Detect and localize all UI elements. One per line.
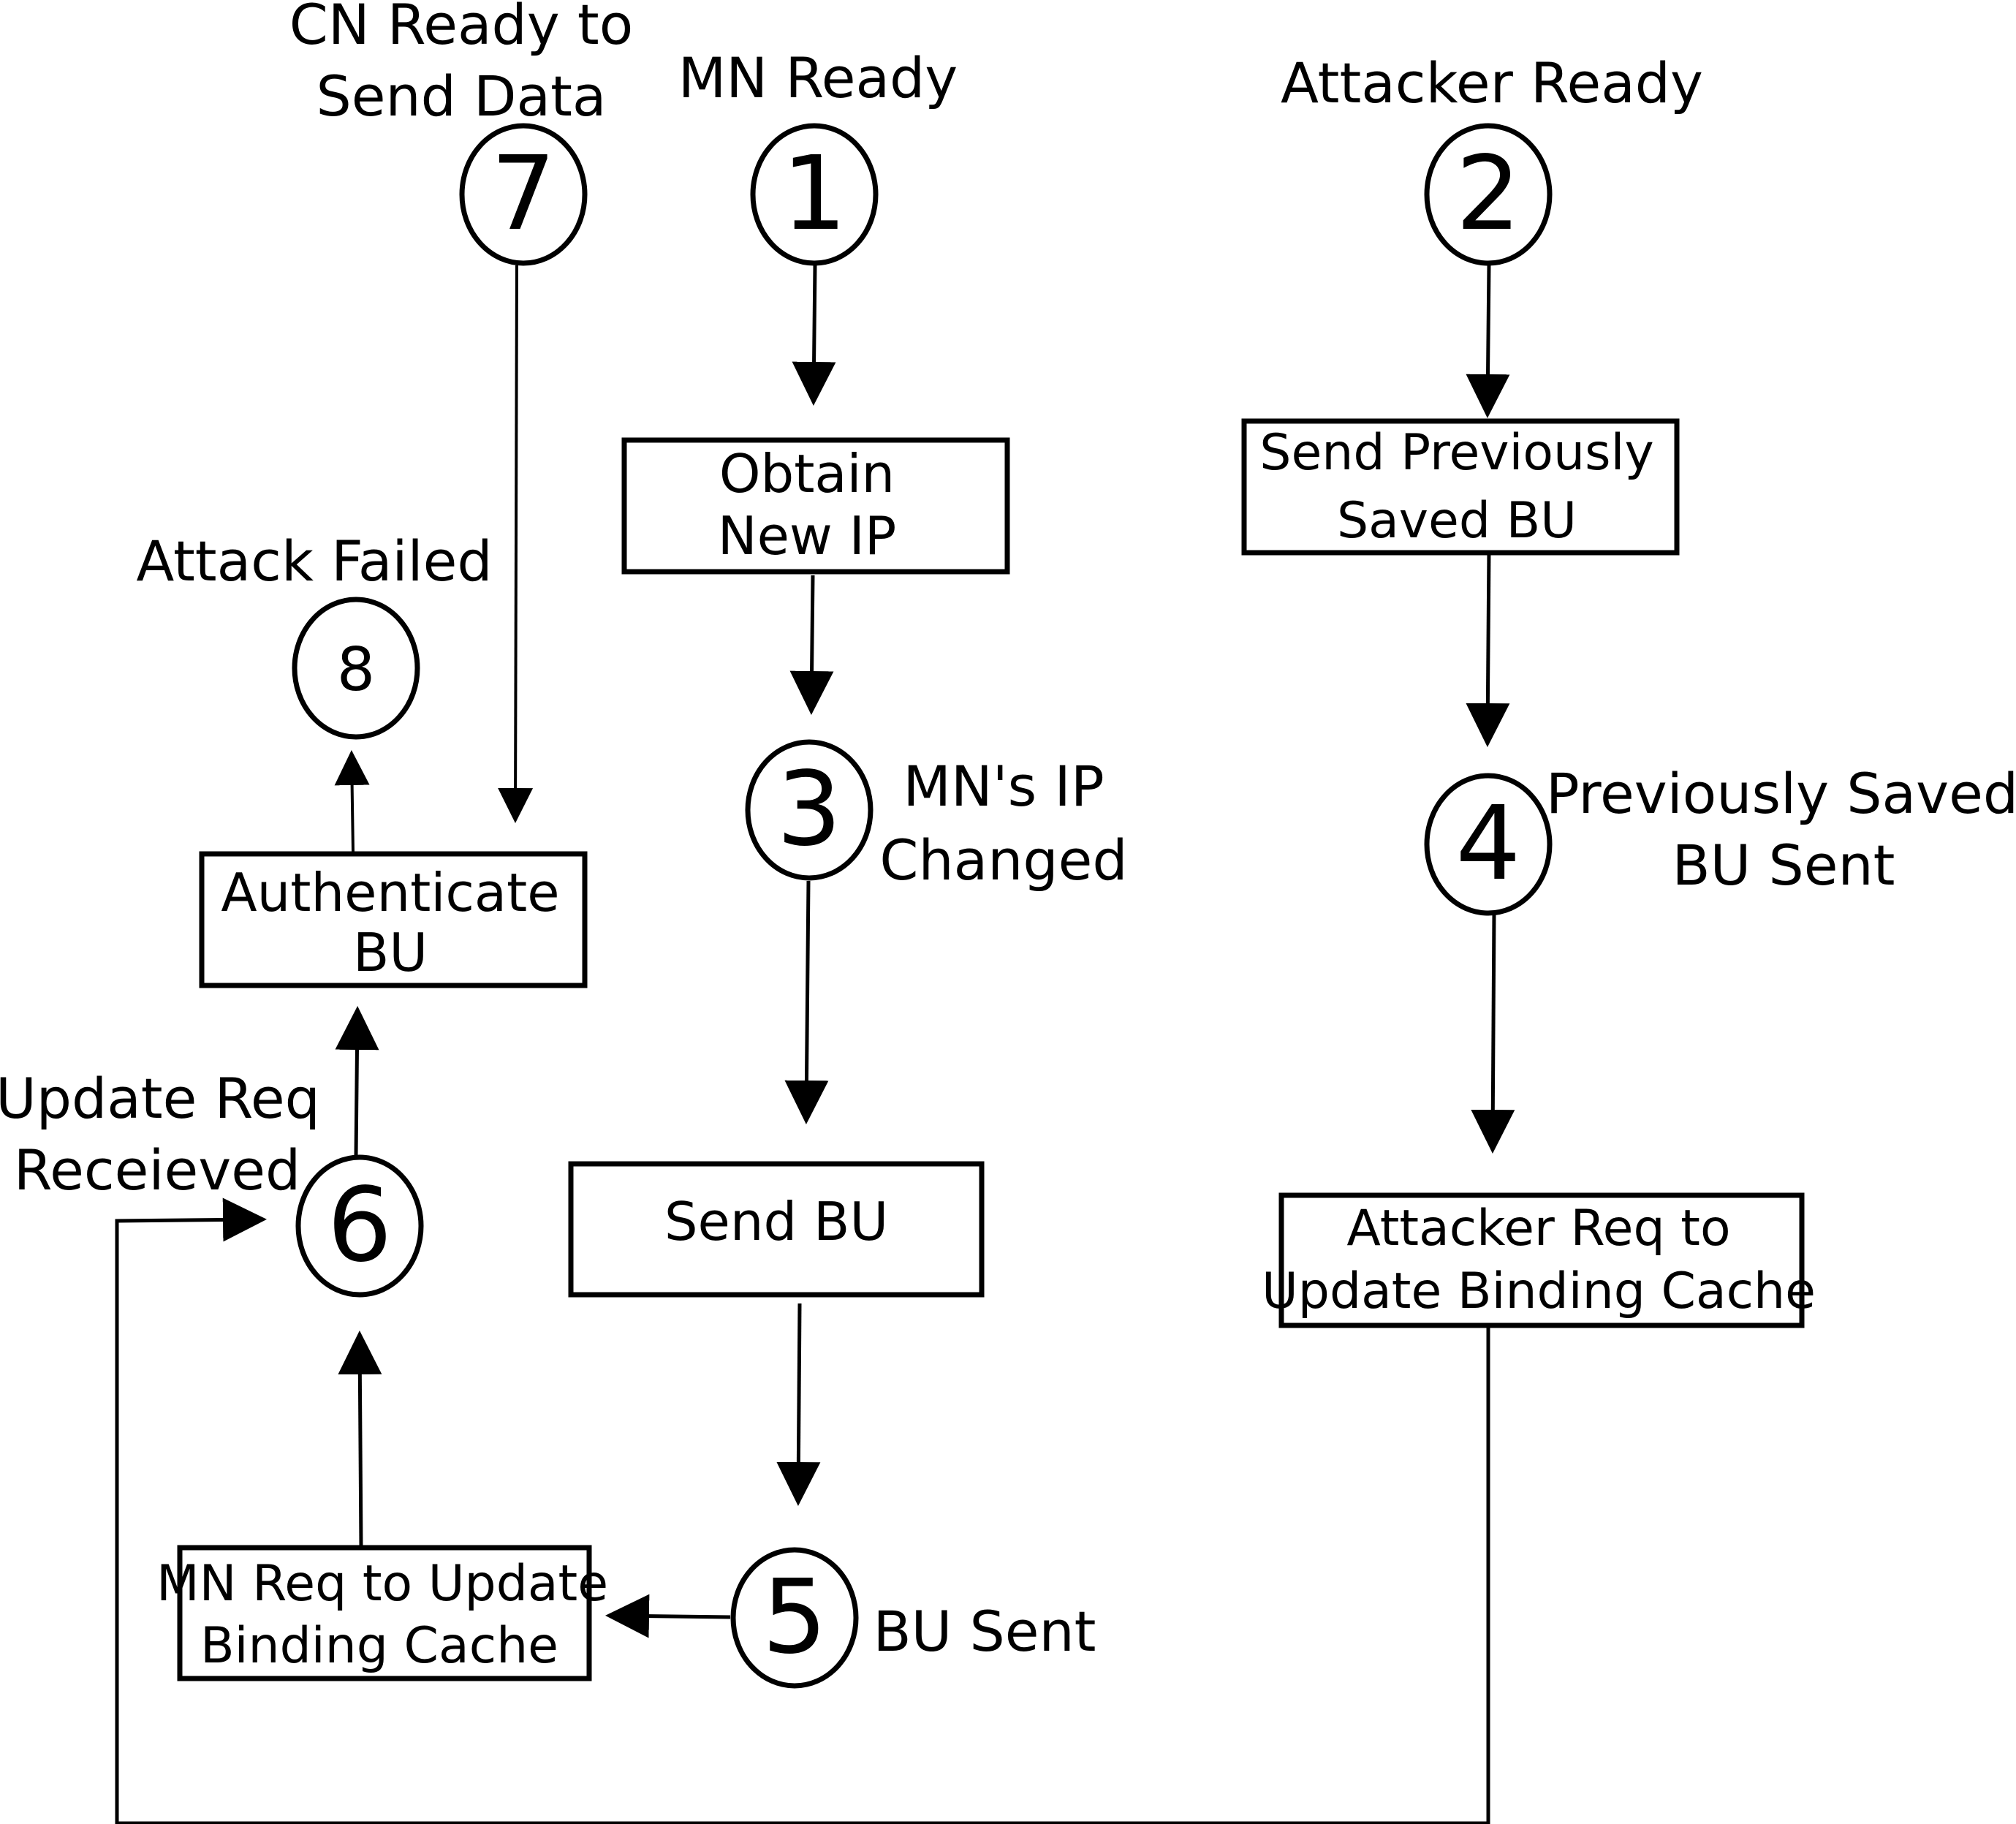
state-node-5-number: 5 <box>762 1558 827 1677</box>
edge-obtain-ip-to-n3 <box>789 575 834 715</box>
edge-attacker-req-to-n6 <box>115 1197 1490 1824</box>
box-send-previously-saved-bu: Send Previously Saved BU <box>1241 418 1680 556</box>
state-node-4-label-line-2: BU Sent <box>1672 833 1895 898</box>
box-send-bu-line-1: Send BU <box>664 1191 888 1252</box>
box-attacker-req-line-2: Update Binding Cache <box>1262 1263 1816 1320</box>
state-node-1-label: MN Ready <box>678 45 958 110</box>
state-node-3-label-line-2: Changed <box>879 828 1127 893</box>
box-mn-req-line-2: Binding Cache <box>200 1617 558 1675</box>
edge-n5-to-mn-req <box>605 1594 731 1638</box>
state-node-1-number: 1 <box>781 135 846 254</box>
state-node-3: 3 MN's IP Changed <box>745 739 1128 893</box>
state-node-8-number: 8 <box>337 635 375 705</box>
state-node-6-label-line-1: Update Req <box>0 1066 320 1131</box>
edge-n1-to-obtain-ip <box>792 265 836 406</box>
box-obtain-new-ip: Obtain New IP <box>621 437 1010 575</box>
state-node-6: 6 Update Req Receieved <box>0 1066 424 1298</box>
state-node-3-number: 3 <box>776 750 841 869</box>
edge-n2-to-send-prev-bu <box>1466 265 1510 418</box>
box-attacker-req-update-binding-cache: Attacker Req to Update Binding Cache <box>1262 1192 1816 1328</box>
state-node-2: 2 Attacker Ready <box>1281 50 1703 266</box>
box-authenticate-bu-line-2: BU <box>353 922 428 983</box>
box-obtain-new-ip-line-1: Obtain <box>719 443 895 504</box>
box-mn-req-line-1: MN Req to Update <box>156 1555 608 1613</box>
state-node-6-label-line-2: Receieved <box>14 1138 301 1203</box>
state-node-4-label-line-1: Previously Saved <box>1546 761 2016 826</box>
box-send-previously-saved-bu-line-1: Send Previously <box>1259 424 1653 482</box>
box-send-bu: Send BU <box>568 1161 985 1298</box>
state-node-5: 5 BU Sent <box>730 1547 1096 1689</box>
edge-authenticate-to-n8 <box>334 750 370 853</box>
state-node-7-label-line-2: Send Data <box>316 64 606 129</box>
state-node-5-label: BU Sent <box>874 1599 1096 1664</box>
edge-n3-to-send-bu <box>784 880 829 1124</box>
state-node-7-label-line-1: CN Ready to <box>289 0 633 57</box>
state-node-1: 1 MN Ready <box>678 45 958 266</box>
state-node-8-label: Attack Failed <box>136 529 492 594</box>
state-node-8: 8 Attack Failed <box>136 529 493 740</box>
box-authenticate-bu: Authenticate BU <box>199 851 588 988</box>
state-node-4-number: 4 <box>1455 784 1520 904</box>
edge-n7-to-authenticate <box>498 265 534 823</box>
box-mn-req-update-binding-cache: MN Req to Update Binding Cache <box>156 1545 608 1681</box>
edge-n4-to-attacker-req <box>1471 912 1515 1154</box>
box-send-previously-saved-bu-line-2: Saved BU <box>1337 492 1577 550</box>
box-obtain-new-ip-line-2: New IP <box>718 505 897 567</box>
state-node-4: 4 Previously Saved BU Sent <box>1424 761 2016 916</box>
state-node-6-number: 6 <box>327 1166 392 1285</box>
edge-mn-req-to-n6 <box>338 1331 382 1548</box>
state-node-2-number: 2 <box>1455 135 1520 254</box>
box-attacker-req-line-1: Attacker Req to <box>1346 1200 1730 1257</box>
state-node-3-label-line-1: MN's IP <box>903 754 1104 819</box>
state-node-7-number: 7 <box>490 135 556 254</box>
box-authenticate-bu-line-1: Authenticate <box>221 862 559 923</box>
edge-send-prev-bu-to-n4 <box>1466 549 1510 747</box>
edge-n6-to-authenticate <box>335 1006 379 1157</box>
edge-send-bu-to-n5 <box>776 1303 821 1506</box>
state-node-7: 7 CN Ready to Send Data <box>289 0 633 266</box>
state-node-2-label: Attacker Ready <box>1281 50 1703 116</box>
